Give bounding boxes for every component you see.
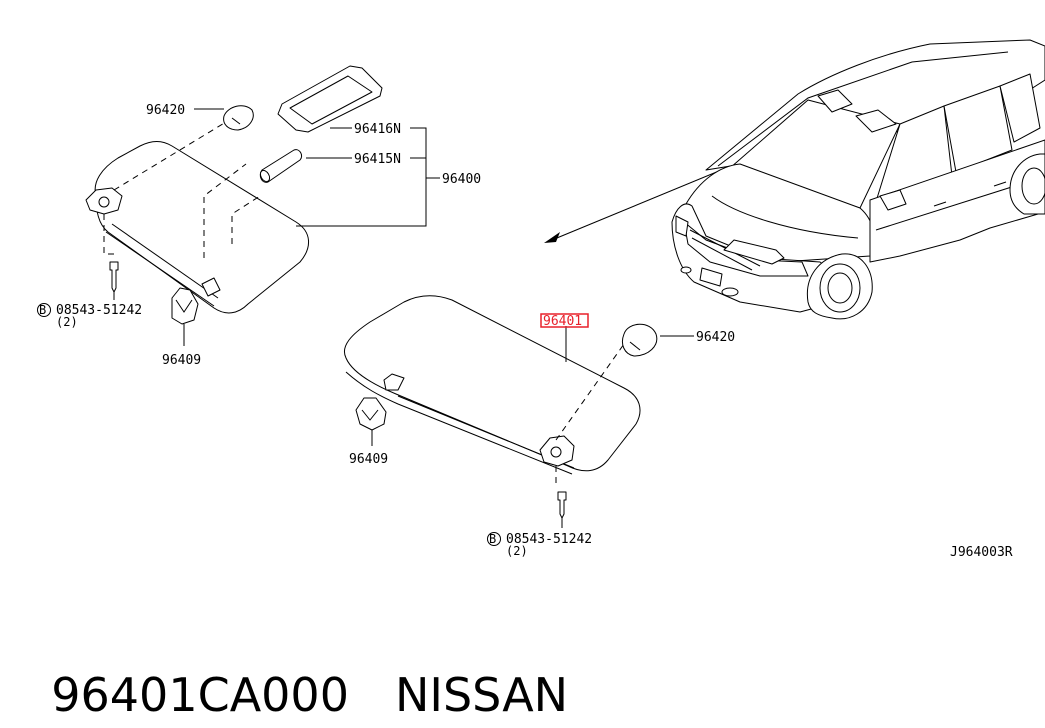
lamp-part: 96415N [259, 149, 401, 183]
label-96420-lower: 96420 [696, 330, 735, 345]
brand-name: NISSAN [394, 668, 569, 722]
label-bolt-upper-qty: (2) [56, 315, 78, 329]
upper-clip [171, 287, 199, 325]
upper-visor-body [94, 141, 309, 314]
upper-cap [223, 105, 254, 131]
label-96401: 96401 [543, 314, 582, 329]
upper-fasteners: B 08543-51242 (2) 96409 [37, 214, 201, 368]
lower-clip [355, 397, 387, 431]
label-96400: 96400 [442, 172, 481, 187]
lower-bolt [557, 491, 567, 519]
label-bolt-upper: 08543-51242 [56, 303, 142, 318]
bolt-marker-upper: B [39, 303, 46, 317]
main-visor-assembly: 96401 [344, 295, 641, 475]
label-bolt-lower-qty: (2) [506, 544, 528, 558]
lower-fasteners: B 08543-51242 (2) [487, 466, 592, 558]
diagram-id: J964003R [950, 545, 1013, 560]
mirror-lid-part: 96416N [277, 65, 401, 137]
lower-cap [621, 323, 658, 357]
label-96409-lower: 96409 [349, 452, 388, 467]
vehicle-illustration [671, 39, 1045, 320]
upper-visor-assembly [85, 121, 309, 314]
lower-clip-part: 96409 [349, 397, 388, 467]
label-96416N: 96416N [354, 122, 401, 137]
parts-diagram: 96420 96416N 96415N 96400 B 08543-51242 … [37, 39, 1045, 560]
lower-cap-part: 96420 [621, 323, 735, 357]
highlight-box-96401 [540, 313, 589, 328]
footer: 96401CA000 NISSAN [22, 596, 568, 722]
assembly-bracket: 96400 [296, 127, 481, 227]
label-96420-upper: 96420 [146, 103, 185, 118]
upper-cap-part: 96420 [146, 103, 254, 131]
label-96415N: 96415N [354, 152, 401, 167]
label-bolt-lower: 08543-51242 [506, 532, 592, 547]
main-visor-body [344, 295, 641, 472]
label-96409-upper: 96409 [162, 353, 201, 368]
part-number: 96401CA000 [51, 668, 349, 722]
bolt-marker-lower: B [489, 532, 496, 546]
upper-bolt [109, 261, 119, 293]
